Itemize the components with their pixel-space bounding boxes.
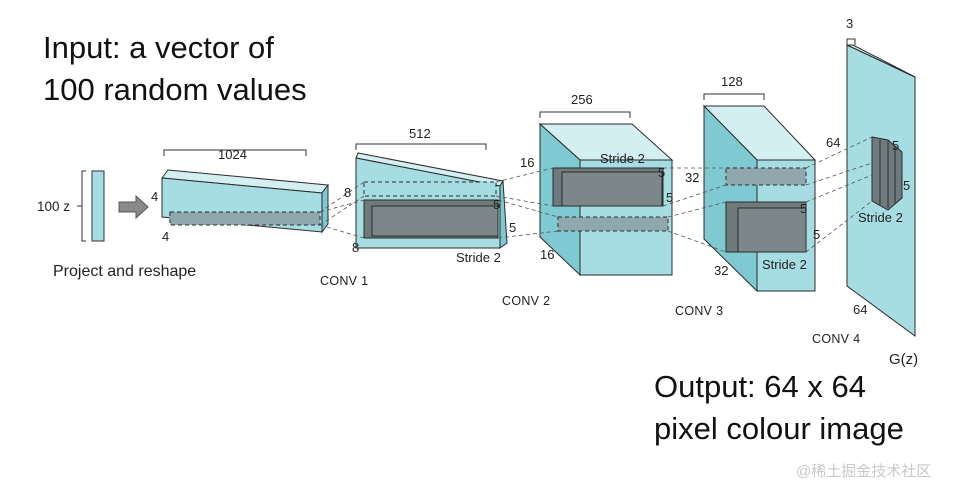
stage4-name-label: CONV 4 (812, 332, 861, 346)
stage1-kernel-label: 5 (493, 197, 501, 212)
input-caption-line2: 100 random values (43, 72, 307, 107)
input-vector-label: 100 z (37, 199, 71, 214)
projection-lines (319, 136, 873, 253)
stage0-h-label: 4 (151, 189, 159, 204)
block-project (161, 149, 329, 234)
output-caption-line1: Output: 64 x 64 (654, 369, 866, 404)
stage1-kernel-label-2: 5 (509, 220, 517, 235)
stage4-kernel-label: 5 (892, 138, 900, 153)
block-conv4 (846, 38, 916, 337)
stage2-kernel-label-2: 5 (666, 190, 674, 205)
output-label: G(z) (889, 351, 919, 368)
block-conv1 (355, 143, 508, 249)
output-caption-line2: pixel colour image (654, 411, 904, 446)
stage1-w-label: 8 (352, 240, 360, 255)
stage4-stride-label: Stride 2 (858, 210, 903, 225)
watermark: @稀土掘金技术社区 (796, 463, 932, 480)
stage1-name-label: CONV 1 (320, 274, 369, 288)
stage0-w-label: 4 (162, 229, 170, 244)
project-arrow-icon (118, 194, 149, 220)
stage1-h-label: 8 (344, 185, 352, 200)
stage3-name-label: CONV 3 (675, 304, 724, 318)
input-vector (77, 170, 105, 242)
stage4-w-label: 64 (853, 302, 868, 317)
stage2-kernel-label: 5 (658, 165, 666, 180)
stage2-width-label: 256 (571, 92, 593, 107)
input-caption-line1: Input: a vector of (43, 30, 274, 65)
block-conv2 (538, 111, 674, 277)
stage0-width-label: 1024 (218, 147, 247, 162)
stage3-h-label: 32 (685, 170, 700, 185)
project-reshape-label: Project and reshape (53, 263, 197, 280)
stage4-h-label: 64 (826, 135, 841, 150)
block-conv3 (702, 93, 817, 293)
stage3-w-label: 32 (714, 263, 729, 278)
stage3-stride-label: Stride 2 (762, 257, 807, 272)
stage4-kernel-label-2: 5 (903, 178, 911, 193)
stage1-width-label: 512 (409, 126, 431, 141)
stage3-width-label: 128 (721, 74, 743, 89)
stage2-name-label: CONV 2 (502, 294, 551, 308)
stage4-width-label: 3 (846, 16, 854, 31)
stage2-stride-label: Stride 2 (600, 151, 645, 166)
stage3-kernel-label: 5 (800, 201, 808, 216)
stage2-w-label: 16 (540, 247, 555, 262)
stage3-kernel-label-2: 5 (813, 227, 821, 242)
stage2-h-label: 16 (520, 155, 535, 170)
stage1-stride-label: Stride 2 (456, 250, 501, 265)
